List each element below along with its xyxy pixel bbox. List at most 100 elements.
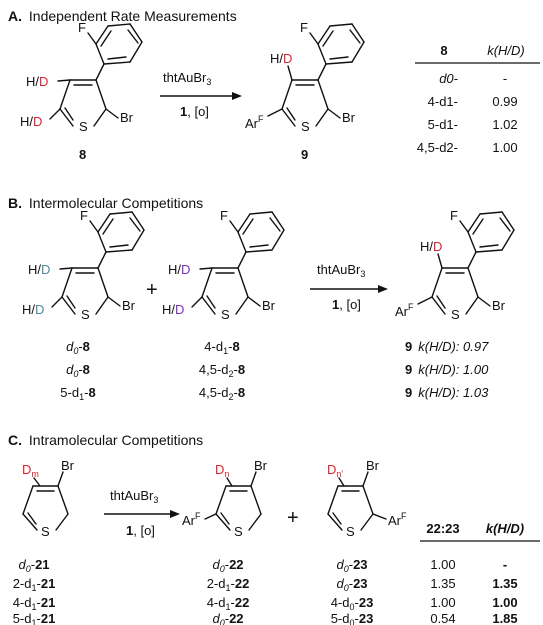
h-d-position-4: H/D bbox=[26, 74, 48, 89]
fluorine-atom: F bbox=[450, 208, 458, 223]
sulfur-atom: S bbox=[79, 119, 88, 134]
reagent-label: thtAuBr3 bbox=[163, 70, 211, 87]
table-a-row-value: - bbox=[503, 71, 507, 86]
aryl-ring-bonds bbox=[459, 211, 515, 253]
reagent-label: thtAuBr3 bbox=[317, 262, 365, 279]
ratio-value: 1.35 bbox=[430, 576, 455, 591]
table-a-row-label: 4,5-d2- bbox=[417, 140, 458, 155]
bromine-atom: Br bbox=[366, 458, 380, 473]
bromine-atom: Br bbox=[122, 298, 136, 313]
section-b-heading: B. Intermolecular Competitions bbox=[8, 195, 203, 211]
thiophene-ring-bonds bbox=[267, 63, 341, 127]
h-d-position-4: H/D bbox=[420, 239, 442, 254]
reaction-arrow-c: thtAuBr3 1, [o] bbox=[104, 488, 180, 538]
table-a-row-label: 5-d1- bbox=[428, 117, 458, 132]
thiophene-ring-bonds bbox=[417, 251, 491, 315]
sulfur-atom: S bbox=[301, 119, 310, 134]
deuterium-label: Dm bbox=[22, 462, 39, 479]
p23-label: d0-23 bbox=[336, 557, 367, 574]
compound-9-structure: F H/D ArF S Br 9 bbox=[245, 20, 365, 162]
p22-label: 4-d1-22 bbox=[207, 595, 250, 612]
aryl-ring-bonds bbox=[87, 23, 143, 65]
fluorine-atom: F bbox=[80, 208, 88, 223]
fluorine-atom: F bbox=[220, 208, 228, 223]
ratio-value: 0.54 bbox=[430, 611, 455, 625]
reaction-arrow-b: thtAuBr3 1, [o] bbox=[310, 262, 388, 312]
section-c-rows: d0-21 d0-22 d0-23 1.00 - 2-d1-21 2-d1-22… bbox=[13, 557, 518, 625]
compound-8-structure: F H/D H/D S Br 8 bbox=[20, 20, 143, 162]
conditions-label: 1, [o] bbox=[332, 297, 361, 312]
compound-23-structure: Dn' Br ArF S bbox=[327, 458, 407, 539]
section-c-heading: C. Intramolecular Competitions bbox=[8, 432, 203, 448]
start-label: d0-21 bbox=[18, 557, 49, 574]
sulfur-atom: S bbox=[346, 524, 355, 539]
kie-value: - bbox=[503, 557, 507, 572]
p22-label: 2-d1-22 bbox=[207, 576, 250, 593]
arf-group: ArF bbox=[182, 511, 201, 528]
bromine-atom: Br bbox=[61, 458, 75, 473]
left-compound-label: d0-8 bbox=[66, 362, 90, 379]
ratio-value: 1.00 bbox=[430, 595, 455, 610]
bromine-atom: Br bbox=[120, 110, 134, 125]
middle-compound-label: 4,5-d2-8 bbox=[199, 385, 245, 402]
start-label: 4-d1-21 bbox=[13, 595, 56, 612]
p23-label: 5-d0-23 bbox=[331, 611, 374, 625]
thiophene-ring-bonds bbox=[51, 251, 121, 315]
compound-22-structure: Dn Br ArF S bbox=[182, 458, 268, 539]
p22-label: d0-22 bbox=[212, 611, 243, 625]
thiophene-ring-bonds bbox=[204, 471, 262, 531]
h-d-position-4: H/D bbox=[168, 262, 190, 277]
middle-compound-label: 4-d1-8 bbox=[204, 339, 239, 356]
start-label: 2-d1-21 bbox=[13, 576, 56, 593]
p22-label: d0-22 bbox=[212, 557, 243, 574]
bromine-atom: Br bbox=[262, 298, 276, 313]
bromine-atom: Br bbox=[254, 458, 268, 473]
sulfur-atom: S bbox=[451, 307, 460, 322]
compound-label-9: 9 bbox=[301, 147, 308, 162]
thiophene-ring-bonds bbox=[49, 63, 119, 127]
arf-group: ArF bbox=[245, 114, 264, 131]
sulfur-atom: S bbox=[81, 307, 90, 322]
ratio-value: 1.00 bbox=[430, 557, 455, 572]
table-a-header-kie: k(H/D) bbox=[487, 43, 525, 58]
sulfur-atom: S bbox=[221, 307, 230, 322]
thiophene-ring-bonds bbox=[22, 471, 69, 531]
h-d-position-5: H/D bbox=[22, 302, 44, 317]
table-a-row-value: 1.02 bbox=[492, 117, 517, 132]
section-b-labels: d0-8 d0-8 5-d1-8 4-d1-8 4,5-d2-8 4,5-d2-… bbox=[60, 339, 489, 402]
p23-label: d0-23 bbox=[336, 576, 367, 593]
table-a-row-value: 1.00 bbox=[492, 140, 517, 155]
thiophene-ring-bonds bbox=[191, 251, 261, 315]
sulfur-atom: S bbox=[41, 524, 50, 539]
left-compound-label: d0-8 bbox=[66, 339, 90, 356]
deuterium-label: Dn' bbox=[327, 462, 343, 479]
reaction-arrow-a: thtAuBr3 1, [o] bbox=[160, 70, 242, 119]
start-label: 5-d1-21 bbox=[13, 611, 56, 625]
table-a: 8 k(H/D) d0- - 4-d1- 0.99 5-d1- 1.02 4,5… bbox=[415, 43, 540, 155]
plus-sign: + bbox=[146, 279, 158, 301]
section-a-heading: A. Independent Rate Measurements bbox=[8, 8, 237, 24]
aryl-ring-bonds bbox=[229, 211, 285, 253]
h-d-position-5: H/D bbox=[20, 114, 42, 129]
h-d-position-4: H/D bbox=[28, 262, 50, 277]
compound-label-8: 8 bbox=[79, 147, 86, 162]
reagent-label: thtAuBr3 bbox=[110, 488, 158, 505]
aryl-ring-bonds bbox=[309, 23, 365, 65]
compound-9-structure: F H/D ArF S Br bbox=[395, 208, 515, 322]
compound-8-left-structure: F H/D H/D S Br bbox=[22, 208, 145, 322]
p23-label: 4-d0-23 bbox=[331, 595, 374, 612]
compound-8-middle-structure: F H/D H/D S Br bbox=[162, 208, 285, 322]
table-c: 22:23 k(H/D) bbox=[420, 521, 540, 542]
h-d-position-5: H/D bbox=[162, 302, 184, 317]
table-a-row-label: 4-d1- bbox=[428, 94, 458, 109]
bromine-atom: Br bbox=[492, 298, 506, 313]
table-a-row-label: d0- bbox=[439, 71, 458, 86]
middle-compound-label: 4,5-d2-8 bbox=[199, 362, 245, 379]
fluorine-atom: F bbox=[78, 20, 86, 35]
sulfur-atom: S bbox=[234, 524, 243, 539]
compound-21-structure: Dm Br S bbox=[22, 458, 75, 539]
